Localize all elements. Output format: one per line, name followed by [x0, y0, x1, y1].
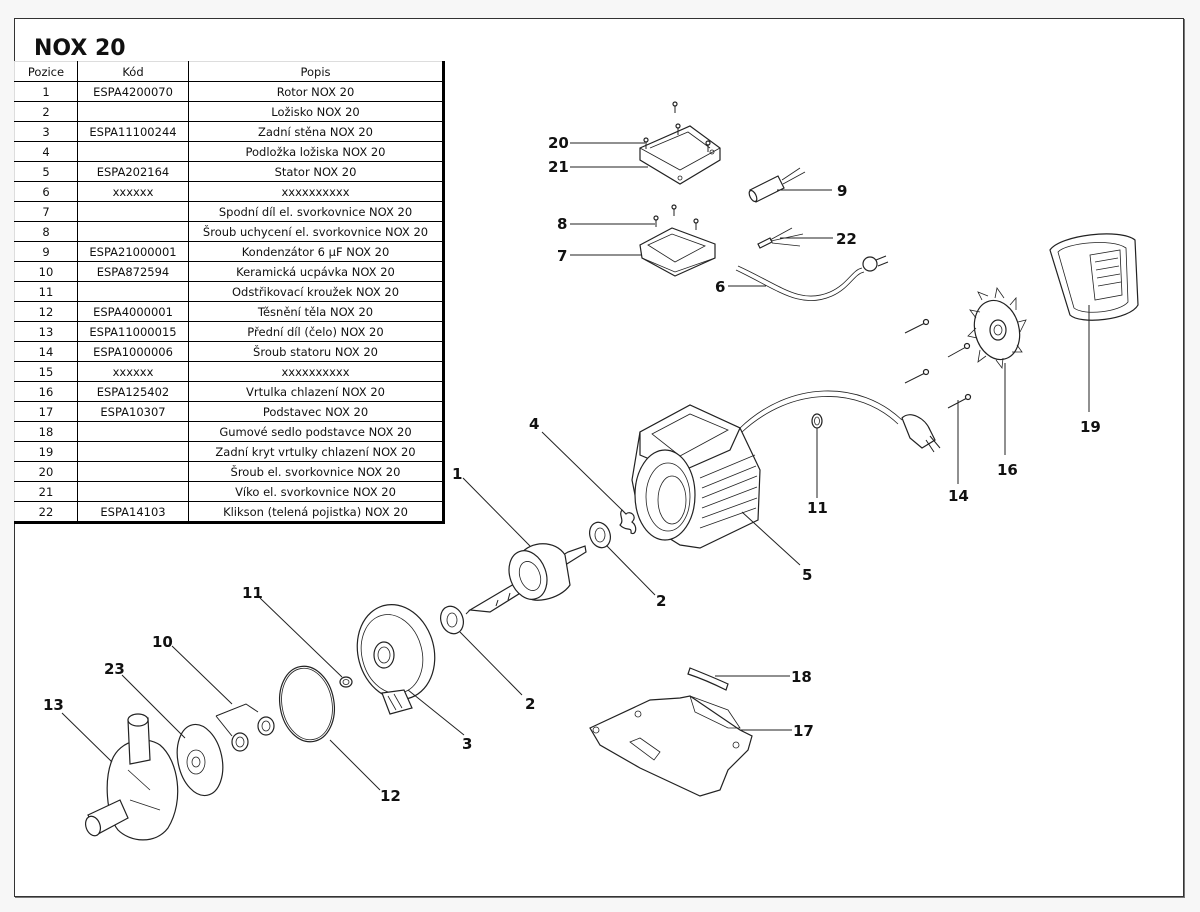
fan-cover-part [1049, 233, 1139, 321]
cell-description: Vrtulka chlazení NOX 20 [188, 381, 444, 402]
slinger-ring-part-lower [339, 676, 353, 688]
rear-wall-part [356, 604, 436, 715]
terminal-box-screws-8 [653, 204, 699, 230]
callout-5: 5 [802, 566, 812, 584]
cell-description: Klikson (telená pojistka) NOX 20 [188, 501, 444, 523]
callout-4: 4 [529, 415, 539, 433]
cell-description: Zadní kryt vrtulky chlazení NOX 20 [188, 441, 444, 462]
power-cable-part [735, 255, 889, 301]
cell-description: Rotor NOX 20 [188, 81, 444, 102]
callout-7: 7 [557, 247, 567, 265]
cell-description: Odstřikovací kroužek NOX 20 [188, 281, 444, 302]
callout-13: 13 [43, 696, 64, 714]
motor-cable-part [739, 390, 941, 453]
callout-1: 1 [452, 465, 462, 483]
cell-description: Podstavec NOX 20 [188, 401, 444, 422]
callout-18: 18 [791, 668, 812, 686]
bearing-washer-part [619, 509, 637, 535]
terminal-box-screws-20 [643, 101, 711, 152]
cell-description: xxxxxxxxxx [188, 361, 444, 382]
callout-14: 14 [948, 487, 969, 505]
cell-description: Podložka ložiska NOX 20 [188, 141, 444, 162]
callout-11-lower: 11 [242, 584, 263, 602]
bearing-part-lower [440, 605, 464, 635]
stator-screws-part [904, 318, 972, 409]
callout-9: 9 [837, 182, 847, 200]
slinger-ring-part-top [811, 413, 823, 429]
cell-code: ESPA14103 [77, 501, 189, 523]
cell-code: ESPA202164 [77, 161, 189, 182]
callout-12: 12 [380, 787, 401, 805]
body-gasket-part [279, 665, 335, 743]
callout-20: 20 [548, 134, 569, 152]
callout-19: 19 [1080, 418, 1101, 436]
impeller-part [176, 723, 224, 797]
cell-code: ESPA125402 [77, 381, 189, 402]
cell-description: xxxxxxxxxx [188, 181, 444, 202]
callout-16: 16 [997, 461, 1018, 479]
callout-2-lower: 2 [525, 695, 535, 713]
capacitor-part [748, 167, 806, 203]
cooling-fan-part [967, 287, 1027, 370]
cell-description: Víko el. svorkovnice NOX 20 [188, 481, 444, 502]
cell-position: 12 [14, 301, 78, 322]
callout-8: 8 [557, 215, 567, 233]
cell-position: 22 [14, 501, 78, 523]
base-pad-part [687, 667, 729, 691]
cell-description: Zadní stěna NOX 20 [188, 121, 444, 142]
cell-description: Spodní díl el. svorkovnice NOX 20 [188, 201, 444, 222]
bearing-part-upper [589, 521, 611, 549]
ceramic-seal-part [215, 703, 275, 752]
parts-table-header: Pozice Kód Popis [14, 61, 444, 82]
leader-lines [61, 142, 1090, 791]
callout-22: 22 [836, 230, 857, 248]
front-body-part [84, 713, 179, 841]
cell-code: ESPA4000001 [77, 301, 189, 322]
callout-6: 6 [715, 278, 725, 296]
callout-11-upper: 11 [807, 499, 828, 517]
callout-23: 23 [104, 660, 125, 678]
rotor-part [465, 543, 587, 615]
cell-description: Přední díl (čelo) NOX 20 [188, 321, 444, 342]
terminal-box-base-part [639, 227, 716, 277]
stator-part [631, 404, 761, 549]
callout-10: 10 [152, 633, 173, 651]
callout-2-upper: 2 [656, 592, 666, 610]
document-title: NOX 20 [34, 36, 126, 61]
cell-code: ESPA11100244 [77, 121, 189, 142]
terminal-box-cover-part [639, 125, 721, 185]
callout-17: 17 [793, 722, 814, 740]
base-part [589, 695, 753, 797]
callout-21: 21 [548, 158, 569, 176]
callout-3: 3 [462, 735, 472, 753]
